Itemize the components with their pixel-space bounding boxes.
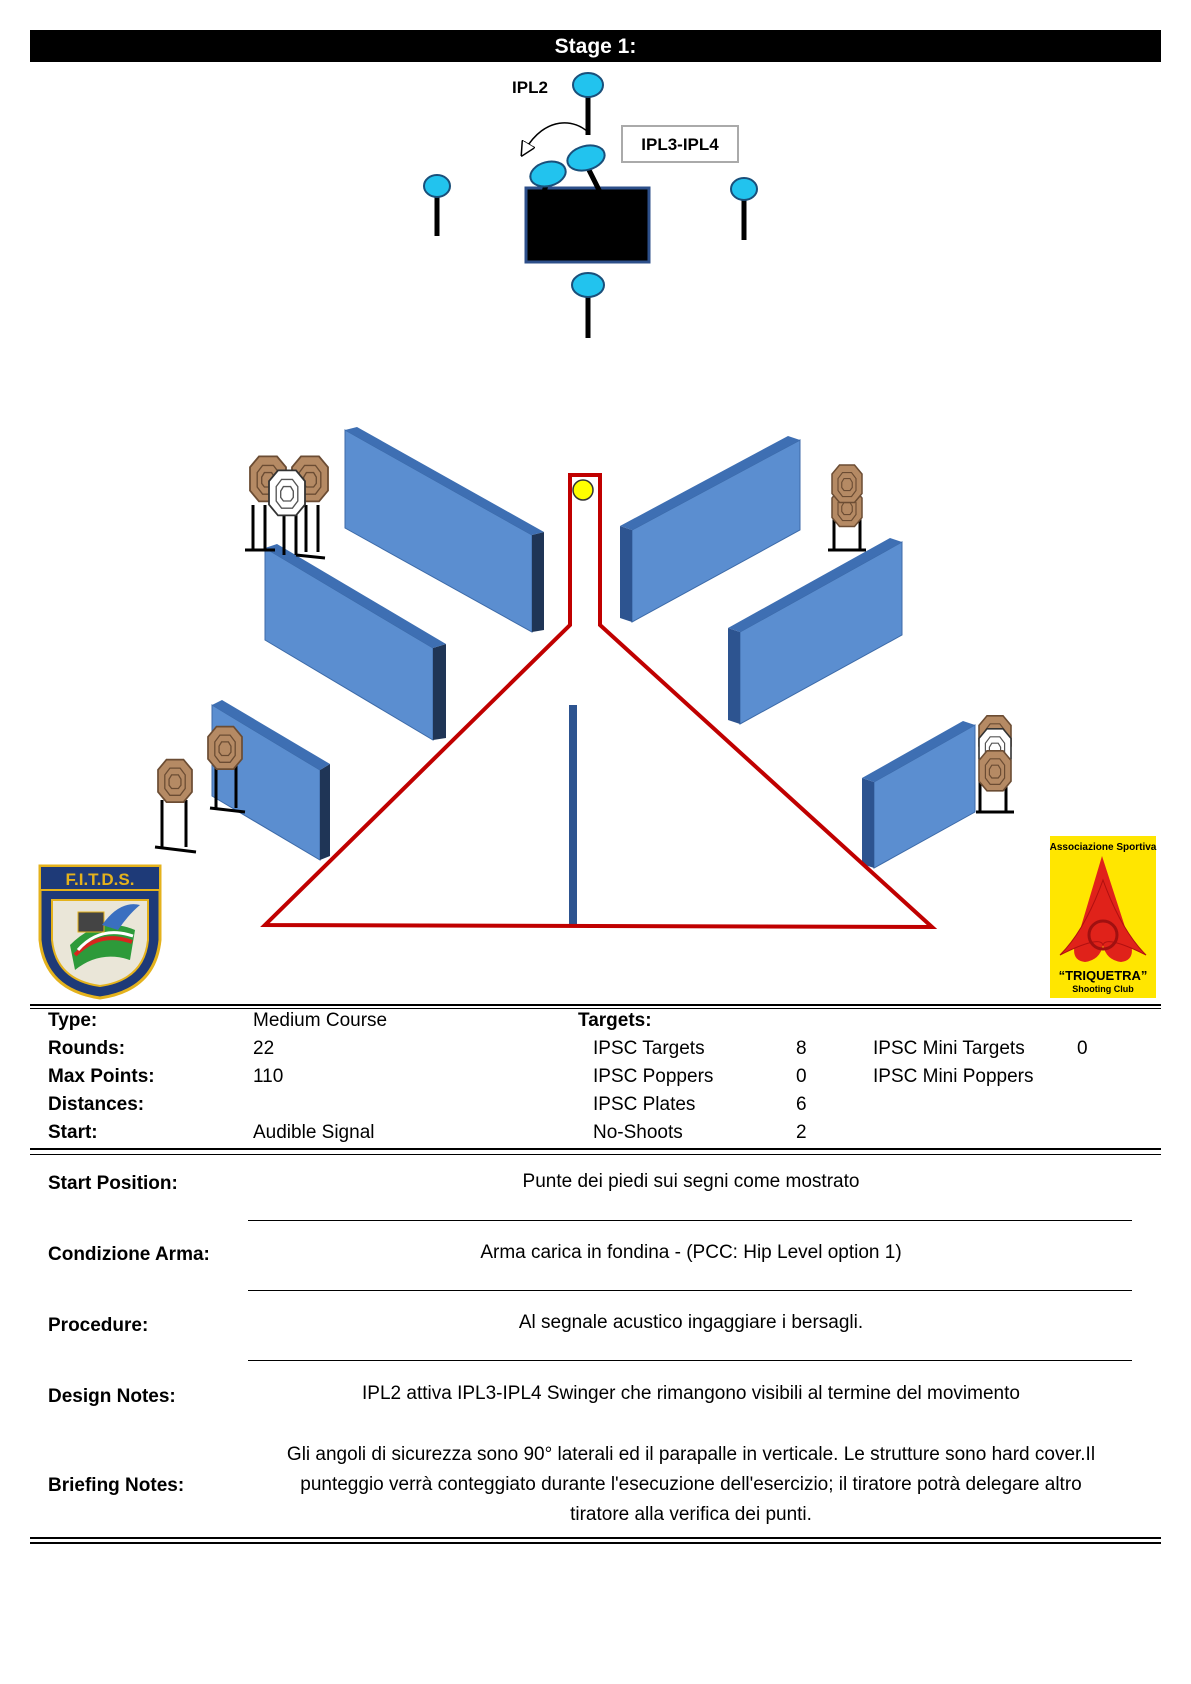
ipl3-ipl4-box <box>621 125 739 163</box>
mini-target-count: 0 <box>1077 1038 1088 1059</box>
stage-title: Stage 1: <box>30 30 1161 62</box>
triquetra-logo: Associazione Sportiva “TRIQUETRA” Shooti… <box>1050 836 1157 998</box>
procedure-text: Al segnale acustico ingaggiare i bersagl… <box>518 1312 864 1333</box>
ipsc-target <box>831 464 863 504</box>
swinger-arrow <box>525 122 591 150</box>
briefing-notes-line-2: punteggio verrà conteggiato durante l'es… <box>300 1474 1082 1495</box>
start-label: Start: <box>48 1122 98 1143</box>
club-association: Associazione Sportiva <box>1050 842 1157 853</box>
divider-info-2 <box>30 1154 1161 1155</box>
condizione-arma-text: Arma carica in fondina - (PCC: Hip Level… <box>480 1242 902 1263</box>
target-type-count: 2 <box>796 1122 807 1143</box>
wall-left-bottom <box>211 700 330 861</box>
no-shoot-target <box>268 469 306 517</box>
divider-info-1 <box>30 1148 1161 1150</box>
target-type-count: 6 <box>796 1094 807 1115</box>
label-ipl2: IPL2 <box>512 78 548 97</box>
max-points-value: 110 <box>253 1066 284 1087</box>
shooting-area-fault-line <box>260 473 938 930</box>
wall-right-top <box>620 436 801 623</box>
steel-plate-ipl2 <box>572 72 604 135</box>
target-type-label: IPSC Plates <box>593 1094 696 1115</box>
rounds-value: 22 <box>253 1038 275 1059</box>
stage-diagram: IPL2 IPL3-IPL4 <box>38 72 1157 1000</box>
type-value: Medium Course <box>253 1010 388 1031</box>
club-subtitle: Shooting Club <box>1072 984 1134 994</box>
distances-label: Distances: <box>48 1094 145 1115</box>
fitds-logo: F.I.T.D.S. <box>38 864 162 1000</box>
ipsc-target <box>207 725 243 770</box>
design-notes-text: IPL2 attiva IPL3-IPL4 Swinger che rimang… <box>362 1383 1020 1404</box>
target-cluster-right-bottom <box>976 714 1014 814</box>
target-type-count: 8 <box>796 1038 807 1059</box>
row-divider <box>248 1290 1132 1291</box>
briefing-notes-line-1: Gli angoli di sicurezza sono 90° lateral… <box>286 1444 1096 1465</box>
start-position-marker <box>572 479 594 501</box>
max-points-label: Max Points: <box>48 1066 155 1087</box>
rounds-label: Rounds: <box>48 1038 126 1059</box>
wall-right-bottom <box>862 721 976 869</box>
wall-left-middle <box>264 544 446 741</box>
target-cluster-left-bottom <box>154 725 246 854</box>
fitds-title: F.I.T.D.S. <box>66 870 135 889</box>
target-type-count: 0 <box>796 1066 807 1087</box>
steel-plate-ipl4 <box>529 160 567 193</box>
briefing-notes-label: Briefing Notes: <box>48 1475 185 1496</box>
procedure-label: Procedure: <box>48 1315 149 1336</box>
row-divider <box>248 1220 1132 1221</box>
divider-post <box>569 705 577 927</box>
target-type-label: No-Shoots <box>593 1122 683 1143</box>
type-label: Type: <box>48 1010 98 1031</box>
start-position-text: Punte dei piedi sui segni come mostrato <box>522 1171 860 1192</box>
design-notes-label: Design Notes: <box>48 1386 176 1407</box>
divider-bottom-1 <box>30 1537 1161 1539</box>
targets-label: Targets: <box>578 1010 652 1031</box>
steel-plate-left <box>423 174 451 236</box>
wall-left-top <box>344 427 544 633</box>
target-type-label: IPSC Poppers <box>593 1066 714 1087</box>
steel-plate-ipl3 <box>566 144 606 194</box>
row-divider <box>248 1360 1132 1361</box>
steel-plate-bottom <box>571 272 605 338</box>
divider-bottom-2 <box>30 1542 1161 1544</box>
steel-plate-right <box>730 177 758 240</box>
start-position-label: Start Position: <box>48 1173 178 1194</box>
briefing-notes-line-3: tiratore alla verifica dei punti. <box>570 1504 812 1525</box>
target-type-label: IPSC Targets <box>593 1038 705 1059</box>
divider-top-2 <box>30 1008 1161 1009</box>
target-cluster-right-top <box>828 464 866 552</box>
condizione-arma-label: Condizione Arma: <box>48 1244 210 1265</box>
ipsc-target <box>157 758 193 803</box>
mini-target-label: IPSC Mini Targets <box>873 1038 1025 1059</box>
label-ipl3-ipl4: IPL3-IPL4 <box>641 135 719 154</box>
ipsc-target <box>978 749 1012 792</box>
target-cluster-left-top <box>245 455 329 560</box>
club-name: “TRIQUETRA” <box>1059 968 1148 983</box>
mini-popper-label: IPSC Mini Poppers <box>873 1066 1034 1087</box>
start-value: Audible Signal <box>253 1122 375 1143</box>
swinger-box <box>524 186 651 264</box>
divider-top-1 <box>30 1004 1161 1006</box>
wall-right-middle <box>728 538 903 725</box>
